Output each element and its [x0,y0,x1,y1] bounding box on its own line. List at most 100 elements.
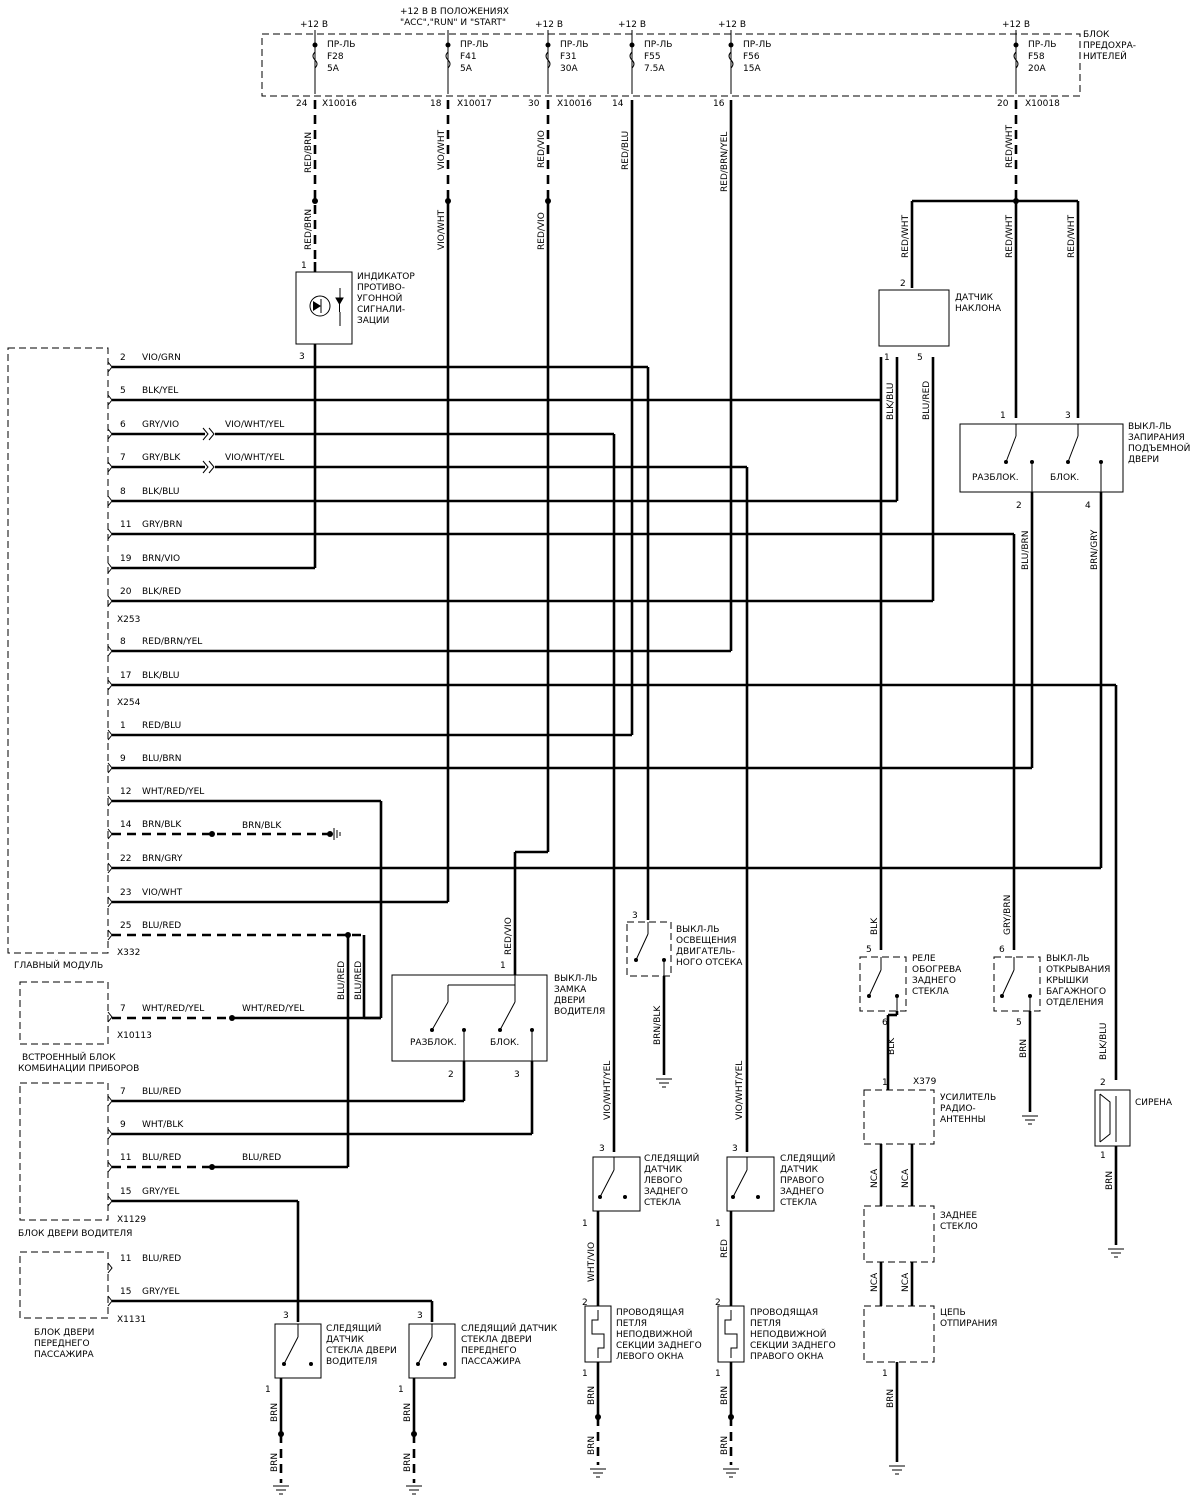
driver-glass-label-1: СЛЕДЯЩИЙ [326,1322,381,1334]
liftgate-pin-2: 2 [1016,501,1022,511]
fuse-block-title-3: НИТЕЛЕЙ [1083,50,1127,62]
wire-label-brn-pg-1: BRN [403,1403,413,1422]
tilt-label-1: ДАТЧИК [955,293,994,303]
driver-door-wire-color: BLU/RED [142,1087,181,1097]
driver-lock-label-1: ВЫКЛ-ЛЬ [554,974,597,984]
tailgate-label-1: ВЫКЛ-ЛЬ [1046,954,1089,964]
ground-icon [1022,1115,1038,1125]
defrost-circuit-body [863,1305,935,1363]
pass-door-module: X1131 БЛОК ДВЕРИ ПЕРЕДНЕГО ПАССАЖИРА [19,1251,434,1360]
right-loop-pin-1: 1 [715,1369,721,1379]
hood-label-2: ОСВЕЩЕНИЯ [676,936,737,946]
driver-glass-sensor: 3 СЛЕДЯЩИЙ ДАТЧИК СТЕКЛА ДВЕРИ ВОДИТЕЛЯ … [265,1311,397,1495]
wire-label-brn-gry: BRN/GRY [1090,529,1100,570]
driver-door-module: X1129 БЛОК ДВЕРИ ВОДИТЕЛЯ BLU/RED [18,1082,532,1322]
right-rear-glass-sensor: VIO/WHT/YEL 3 СЛЕДЯЩИЙ ДАТЧИК ПРАВОГО ЗА… [715,1061,836,1478]
main-module-pin-number: 17 [120,671,131,681]
fuse-block-outline [261,33,1081,97]
main-module-wire-color: BRN/VIO [142,554,180,564]
fuse-rating: 30A [560,64,578,74]
left-loop-label-4: СЕКЦИИ ЗАДНЕГО [616,1341,702,1351]
wire-label-brn-left-2: BRN [587,1436,597,1455]
left-rear-glass-sensor: VIO/WHT/YEL 3 СЛЕДЯЩИЙ ДАТЧИК ЛЕВОГО ЗАД… [582,1061,702,1478]
driver-lock-switch: 1 РАЗБЛОК. БЛОК. 2 3 ВЫКЛ-ЛЬ ЗАМКА ДВЕРИ… [391,961,605,1134]
fuse-rating: 20A [1028,64,1046,74]
wire-label-red-wht-3: RED/WHT [1005,214,1015,258]
relay-label-1: РЕЛЕ [912,954,936,964]
wire-label-blu-red-tilt: BLU/RED [922,381,932,420]
rear-glass-label-2: СТЕКЛО [940,1222,978,1232]
main-module-wire-color: BLK/BLU [142,487,179,497]
cluster-title-2: КОМБИНАЦИИ ПРИБОРОВ [18,1064,139,1074]
fuse-connector: X10018 [1025,99,1060,109]
fuse-supply-label: +12 В [718,20,746,30]
right-loop-label-2: ПЕТЛЯ [750,1319,781,1329]
left-loop-label-5: ЛЕВОГО ОКНА [616,1352,684,1362]
wire-label-red: RED [720,1239,730,1258]
cluster-connector: X10113 [117,1031,152,1041]
tailgate-pin-6: 6 [999,945,1005,955]
right-loop-label-1: ПРОВОДЯЩАЯ [750,1308,818,1318]
ground-icon [590,1468,606,1478]
fuse-rating: 5A [327,64,340,74]
right-loop-label-3: НЕПОДВИЖНОЙ [750,1328,827,1340]
left-loop-pin-2: 2 [582,1298,588,1308]
driver-door-outline [19,1082,109,1221]
fuse-label: ПР-ЛЬ [560,40,588,50]
driver-glass-label-2: ДАТЧИК [326,1335,365,1345]
hood-light-switch: 3 ВЫКЛ-ЛЬ ОСВЕЩЕНИЯ ДВИГАТЕЛЬ- НОГО ОТСЕ… [626,911,743,1088]
tailgate-switch: GRY/BRN 6 5 ВЫКЛ-ЛЬ ОТКРЫВАНИЯ КРЫШКИ БА… [993,895,1110,1125]
fuse-f41: ПР-ЛЬ F41 5A 18 X10017 [430,30,492,109]
tilt-pin-2: 2 [900,279,906,289]
driver-lock-label-3: ДВЕРИ [554,996,585,1006]
right-sensor-label-5: СТЕКЛА [780,1198,818,1208]
wire-label-wht-vio: WHT/VIO [587,1242,597,1282]
fuse-name: F55 [644,52,661,62]
main-module-outline [7,347,109,954]
driver-lock-pin-2: 2 [448,1070,454,1080]
amp-pin-1: 1 [882,1078,888,1088]
pass-glass-label-2: СТЕКЛА ДВЕРИ [461,1335,532,1345]
wire-label-blk-1: BLK [870,917,880,935]
main-module-pin-number: 2 [120,353,126,363]
connector-x254: X254 [117,698,141,708]
fuse-label: ПР-ЛЬ [644,40,672,50]
fuse-supply-label: +12 В [535,20,563,30]
fuse-name: F31 [560,52,577,62]
main-module-pin-number: 5 [120,386,126,396]
ground-icon [1108,1248,1124,1258]
wire-label-red-brn-yel: RED/BRN/YEL [720,132,730,192]
fuse-pin: 20 [997,99,1009,109]
main-module-pin-number: 19 [120,554,132,564]
connector-chevron-icon [107,495,113,507]
siren-pin-2: 2 [1100,1078,1106,1088]
indicator-label-3: УГОННОЙ [357,292,402,304]
tilt-label-2: НАКЛОНА [955,304,1002,314]
relay-pin-6: 6 [882,1018,888,1028]
fuse-label: ПР-ЛЬ [327,40,355,50]
main-module-pin-number: 9 [120,754,126,764]
relay-pin-5: 5 [866,945,872,955]
brn-blk-ext-label: BRN/BLK [242,821,282,831]
tailgate-label-4: БАГАЖНОГО [1046,987,1106,997]
fuse-rating: 5A [460,64,473,74]
tilt-sensor: 2 1 5 ДАТЧИК НАКЛОНА BLK/BLU BLU/RED [878,279,1002,420]
main-module-wire-color: BRN/BLK [142,820,182,830]
tilt-pin-1: 1 [884,353,890,363]
connector-chevron-icon [107,729,113,741]
fuse-f58: +12 В ПР-ЛЬ F58 20A 20 X10018 [997,20,1060,109]
pass-door-connector: X1131 [117,1315,146,1325]
fuse-label: ПР-ЛЬ [1028,40,1056,50]
siren-pin-1: 1 [1100,1151,1106,1161]
liftgate-pin-3: 3 [1065,411,1071,421]
tailgate-label-5: ОТДЕЛЕНИЯ [1046,998,1104,1008]
main-module: ГЛАВНЫЙ МОДУЛЬ X253 X254 X332 [7,347,141,971]
ground-icon [406,1485,422,1495]
wire-label-blk-2: BLK [887,1037,897,1055]
wire-label-vio-wht-1: VIO/WHT [437,129,447,170]
